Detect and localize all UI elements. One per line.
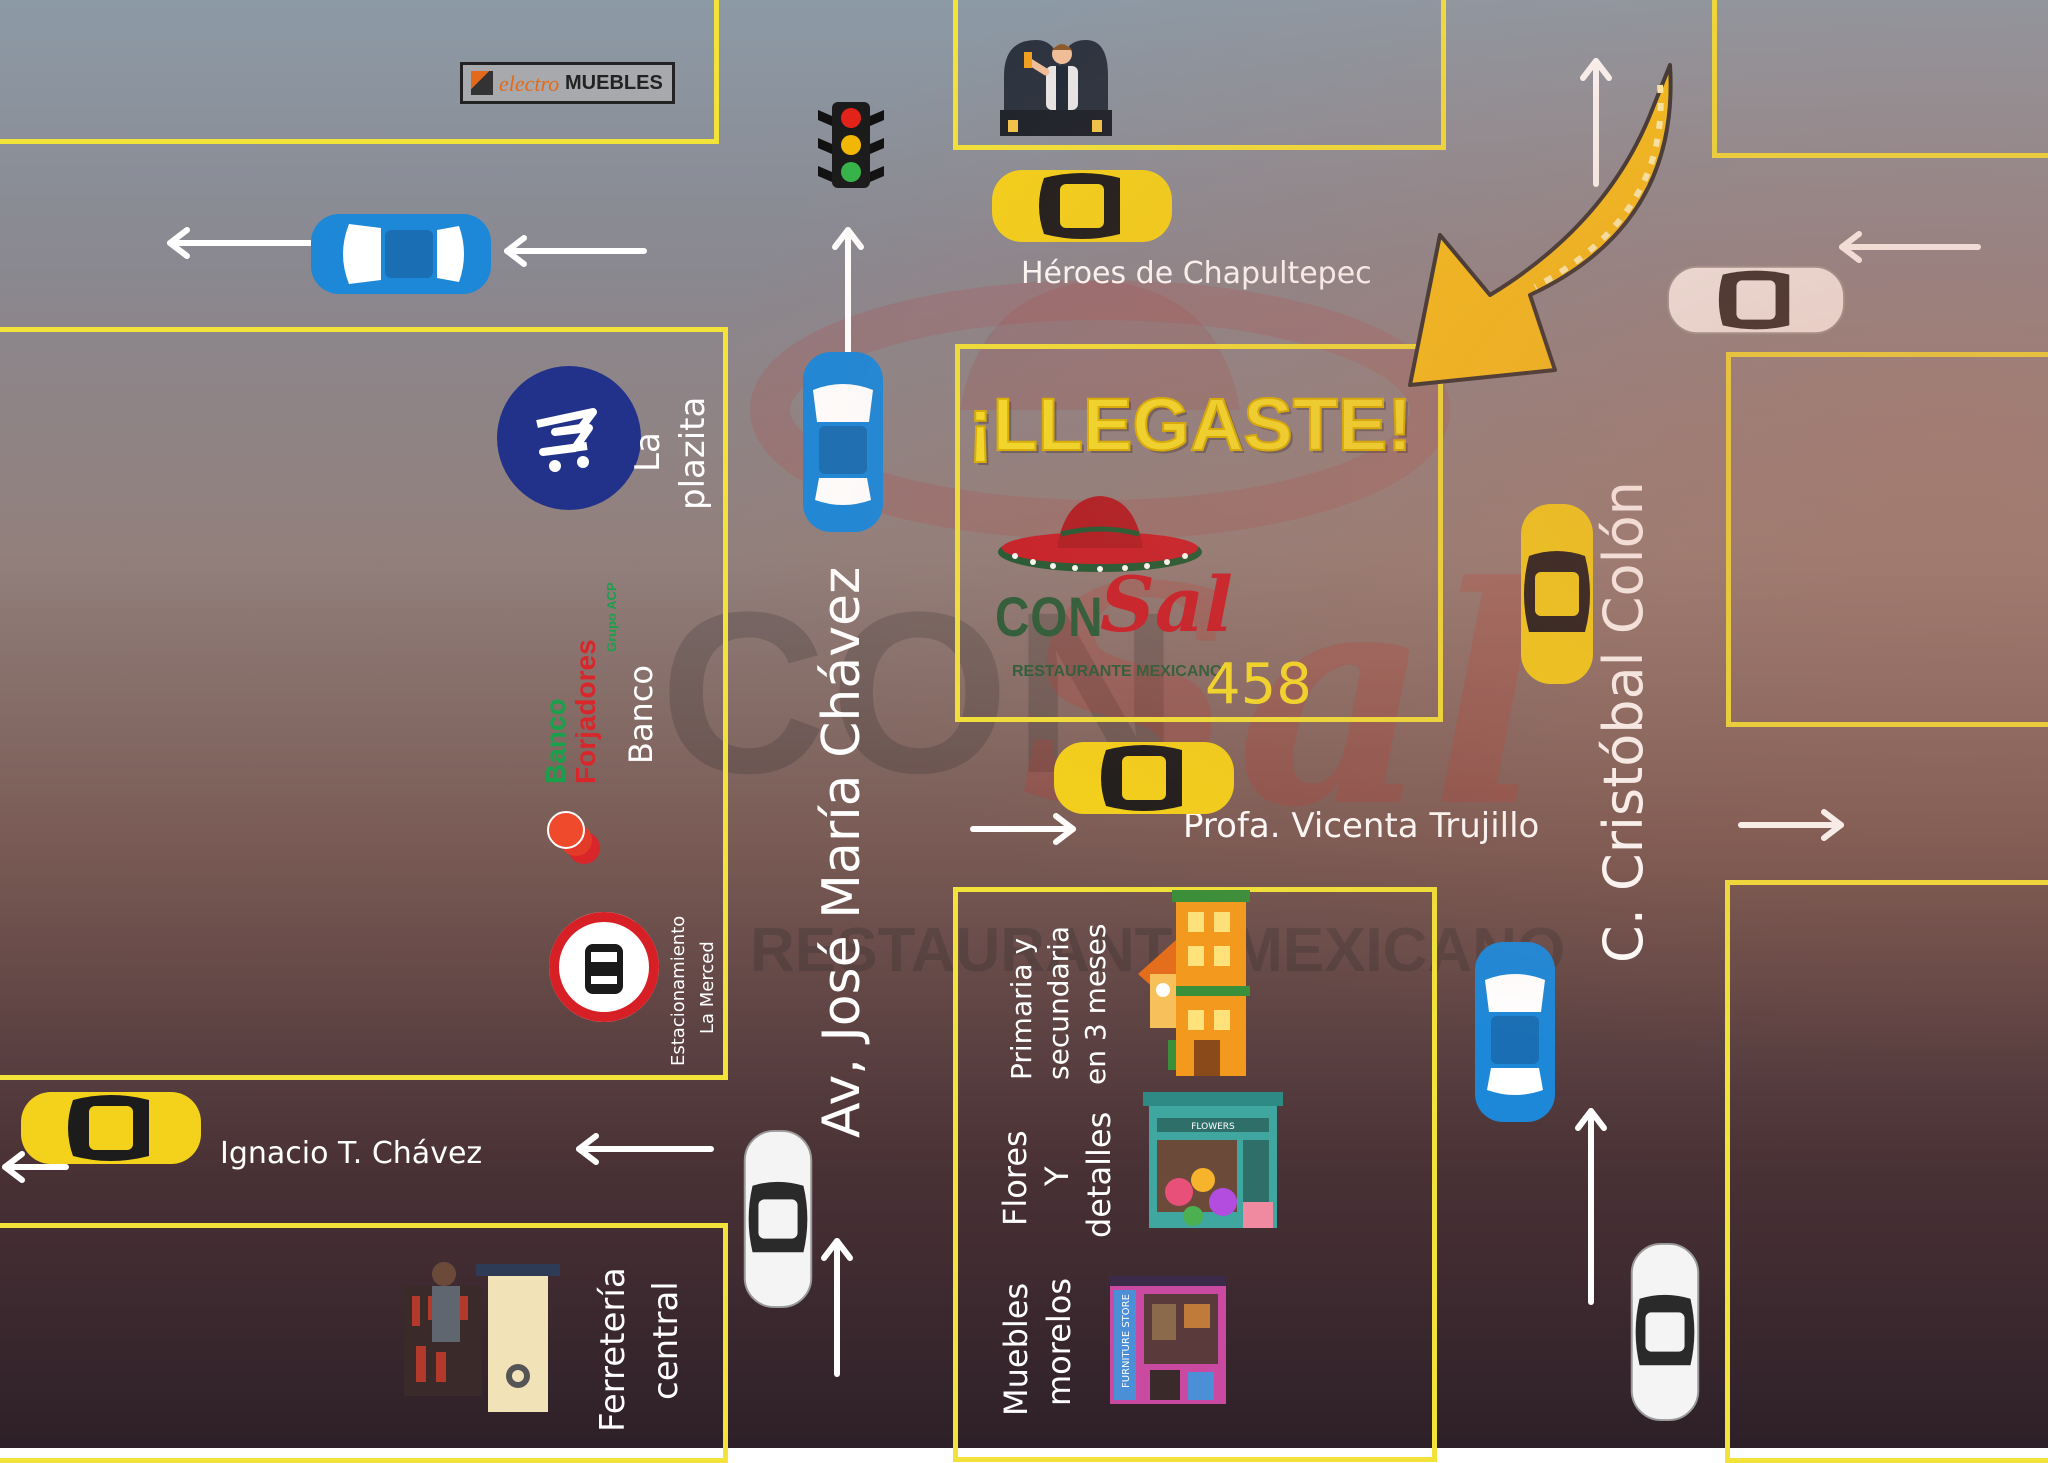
la-plazita-label-1: La [628,432,668,472]
direction-arrow-icon [2,1151,69,1183]
car-icon [1521,504,1593,684]
electromuebles-logo: electro MUEBLES [460,62,675,104]
school-label-3: en 3 meses [1079,923,1112,1086]
flowers-label-2: Y [1038,1166,1076,1186]
furniture-store-sign: FURNITURE STORE [1121,1294,1132,1388]
street-heroes-de-chapultepec: Héroes de Chapultepec [1021,256,1372,291]
flower-shop-sign: FLOWERS [1191,1122,1235,1132]
estacionamiento-label-2: La Merced [697,941,718,1034]
block-top-left [0,0,719,144]
car-icon [803,352,883,532]
car-icon [1475,942,1555,1122]
address-number: 458 [1205,652,1312,717]
logo-subtitle: RESTAURANTE MEXICANO [1012,663,1223,680]
bartender-icon [1000,40,1112,136]
banco-label: Banco [622,664,660,764]
block-top-middle [953,0,1446,150]
direction-arrow-icon [576,1133,714,1165]
sombrero-icon [998,496,1202,572]
direction-arrow-icon [1575,1108,1607,1305]
street-av-jose-maria-chavez: Av, José María Chávez [812,566,872,1138]
banco-forjadores-logo-text-2: Forjadores [570,639,601,784]
street-profa-vicenta-trujillo: Profa. Vicenta Trujillo [1183,806,1540,846]
furniture-label-1: Muebles [997,1282,1035,1416]
direction-arrow-icon [832,227,864,358]
car-icon [311,214,491,294]
car-icon [1054,742,1234,814]
hardware-tools-icon [404,1262,560,1412]
flower-shop-icon: FLOWERS [1143,1092,1283,1228]
electromuebles-text-a: electro [499,71,560,96]
car-icon [21,1092,201,1164]
block-restaurant [955,344,1443,722]
block-left-middle [0,327,728,1080]
headline-llegaste: ¡LLEGASTE! [967,382,1413,467]
hardware-label-2: central [646,1281,686,1400]
street-ignacio-t-chavez: Ignacio T. Chávez [220,1136,483,1171]
direction-arrow-icon [1580,58,1612,187]
hardware-label-1: Ferretería [593,1267,633,1432]
la-plazita-label-2: plazita [673,396,713,510]
flowers-label-1: Flores [996,1130,1034,1226]
flowers-label-3: detalles [1080,1111,1118,1238]
logo-con: CON [995,585,1104,648]
car-icon [1666,265,1846,335]
direction-arrow-icon [1738,809,1844,841]
traffic-light-icon [818,102,884,188]
electromuebles-mark-icon [471,71,493,95]
pointer-arrow-icon [1408,63,1673,387]
car-icon [1630,1242,1700,1422]
logo-sal: Sal [1100,560,1233,649]
school-label-2: secundaria [1042,925,1075,1080]
direction-arrow-icon [504,235,647,267]
direction-arrow-icon [167,227,313,259]
direction-arrow-icon [970,813,1076,845]
school-label-1: Primaria y [1005,937,1038,1080]
block-right-middle [1726,352,2048,727]
block-top-right [1712,0,2048,158]
car-icon [992,170,1172,242]
furniture-store-icon: FURNITURE STORE [1110,1276,1226,1404]
banco-forjadores-logo-text-1: Banco [540,698,571,784]
banco-forjadores-mark-icon [547,811,600,864]
shopping-cart-logo-icon [497,366,641,510]
school-building-icon [1138,890,1250,1076]
electromuebles-text-b: MUEBLES [565,72,663,94]
car-icon [743,1129,813,1309]
direction-arrow-icon [1839,231,1981,263]
direction-arrow-icon [821,1238,853,1377]
no-parking-sign-icon [549,912,659,1022]
watermark-sal: Sal [1020,520,1545,873]
banco-forjadores-logo-text-3: Grupo ACP [604,582,619,652]
block-bottom-right [1725,880,2048,1463]
furniture-label-2: morelos [1040,1277,1078,1406]
street-c-cristobal-colon: C. Cristóbal Colón [1592,481,1655,963]
estacionamiento-label-1: Estacionamiento [668,915,689,1066]
